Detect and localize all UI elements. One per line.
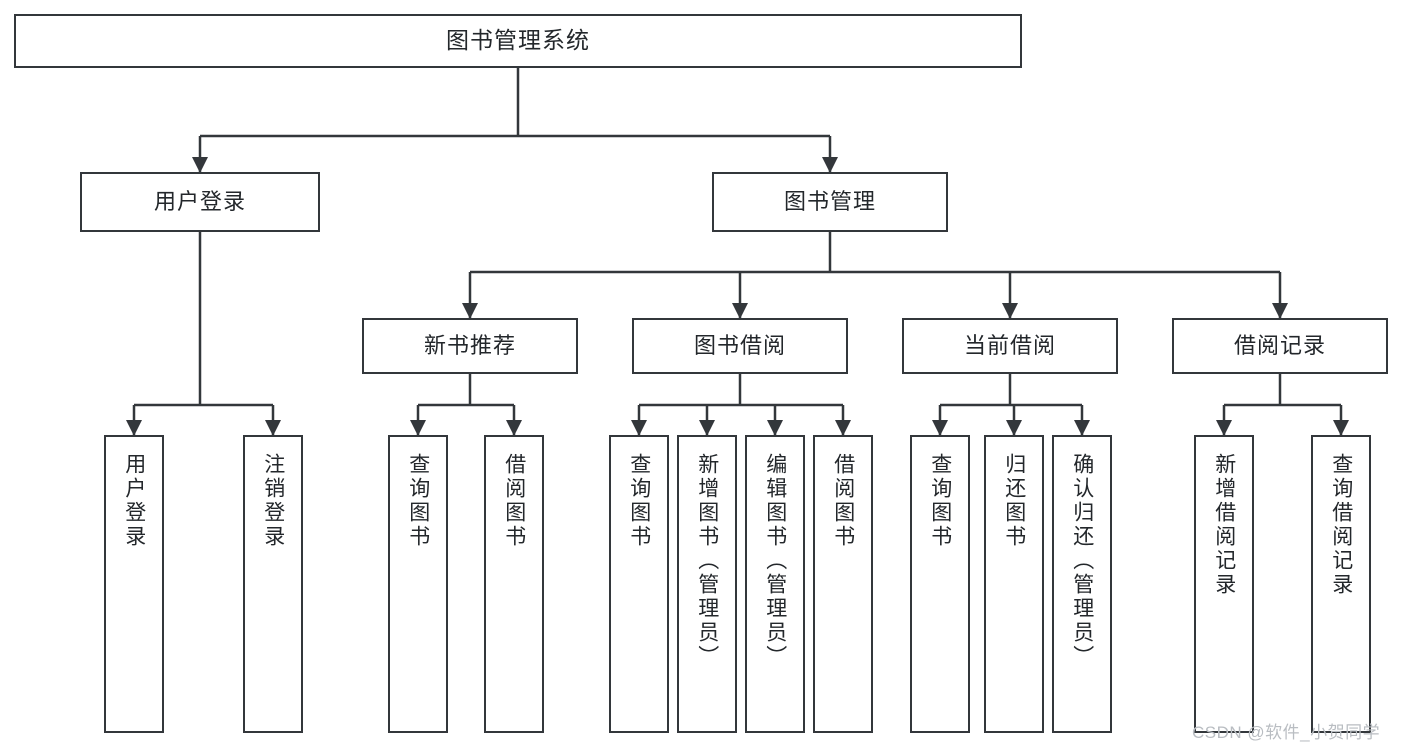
node-leaf7[interactable]: 编辑图书（管理员）	[745, 435, 805, 733]
arrowhead-icon	[192, 157, 208, 173]
node-leaf9[interactable]: 查询图书	[910, 435, 970, 733]
node-current[interactable]: 当前借阅	[902, 318, 1118, 374]
node-label: 新增借阅记录	[1212, 453, 1236, 597]
node-label: 归还图书	[1002, 453, 1026, 549]
arrowhead-icon	[767, 420, 783, 436]
node-label: 查询图书	[627, 453, 651, 549]
node-leaf5[interactable]: 查询图书	[609, 435, 669, 733]
node-records[interactable]: 借阅记录	[1172, 318, 1388, 374]
node-label: 图书管理系统	[446, 27, 590, 54]
arrowhead-icon	[506, 420, 522, 436]
node-label: 确认归还（管理员）	[1070, 453, 1094, 669]
node-label: 借阅图书	[502, 453, 526, 549]
arrowhead-icon	[822, 157, 838, 173]
node-root[interactable]: 图书管理系统	[14, 14, 1022, 68]
node-label: 查询图书	[406, 453, 430, 549]
node-label: 借阅图书	[831, 453, 855, 549]
node-newbook[interactable]: 新书推荐	[362, 318, 578, 374]
node-label: 图书管理	[783, 188, 876, 214]
node-label: 借阅记录	[1233, 332, 1326, 358]
node-label: 新增图书（管理员）	[695, 453, 719, 669]
node-label: 查询图书	[928, 453, 952, 549]
node-leaf2[interactable]: 注销登录	[243, 435, 303, 733]
node-label: 查询借阅记录	[1329, 453, 1353, 597]
arrowhead-icon	[631, 420, 647, 436]
arrowhead-icon	[732, 303, 748, 319]
node-leaf12[interactable]: 新增借阅记录	[1194, 435, 1254, 733]
arrowhead-icon	[126, 420, 142, 436]
node-label: 注销登录	[261, 453, 285, 549]
arrowhead-icon	[462, 303, 478, 319]
node-leaf6[interactable]: 新增图书（管理员）	[677, 435, 737, 733]
arrowhead-icon	[932, 420, 948, 436]
node-borrow[interactable]: 图书借阅	[632, 318, 848, 374]
arrowhead-icon	[1074, 420, 1090, 436]
node-label: 编辑图书（管理员）	[763, 453, 787, 669]
node-label: 用户登录	[153, 188, 246, 214]
node-login[interactable]: 用户登录	[80, 172, 320, 232]
node-leaf3[interactable]: 查询图书	[388, 435, 448, 733]
node-label: 图书借阅	[693, 332, 786, 358]
node-label: 新书推荐	[423, 332, 516, 358]
arrowhead-icon	[1272, 303, 1288, 319]
node-leaf10[interactable]: 归还图书	[984, 435, 1044, 733]
arrowhead-icon	[1216, 420, 1232, 436]
node-leaf13[interactable]: 查询借阅记录	[1311, 435, 1371, 733]
node-leaf4[interactable]: 借阅图书	[484, 435, 544, 733]
arrowhead-icon	[1006, 420, 1022, 436]
node-leaf8[interactable]: 借阅图书	[813, 435, 873, 733]
node-leaf1[interactable]: 用户登录	[104, 435, 164, 733]
node-label: 当前借阅	[963, 332, 1056, 358]
arrowhead-icon	[1333, 420, 1349, 436]
arrowhead-icon	[265, 420, 281, 436]
node-leaf11[interactable]: 确认归还（管理员）	[1052, 435, 1112, 733]
arrowhead-icon	[1002, 303, 1018, 319]
arrowhead-icon	[699, 420, 715, 436]
arrowhead-icon	[835, 420, 851, 436]
arrowhead-icon	[410, 420, 426, 436]
node-bookmgmt[interactable]: 图书管理	[712, 172, 948, 232]
node-label: 用户登录	[122, 453, 146, 549]
